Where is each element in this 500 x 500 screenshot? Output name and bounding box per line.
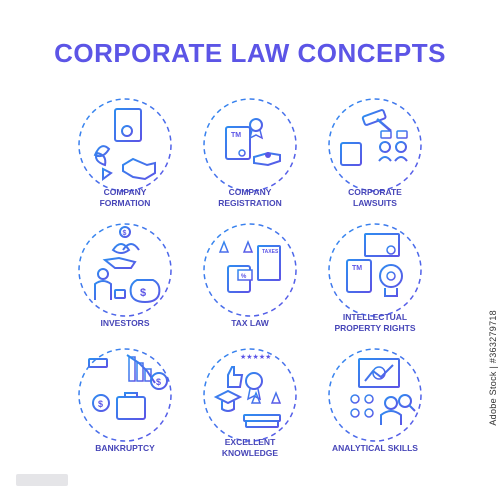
analytical-skills-icon [328, 348, 422, 442]
svg-text:$: $ [156, 377, 161, 387]
concept-label: ANALYTICAL SKILLS [332, 443, 418, 453]
stock-watermark: Adobe Stock | #363279718 [488, 310, 498, 426]
svg-text:$: $ [140, 287, 146, 299]
stock-logo [16, 474, 68, 486]
svg-text:$: $ [123, 230, 127, 237]
svg-text:TM: TM [231, 132, 241, 139]
svg-text:$: $ [98, 399, 103, 409]
concept-label: TAX LAW [231, 318, 269, 328]
company-formation-icon [78, 98, 172, 192]
investors-icon: $ $ [78, 223, 172, 317]
bankruptcy-icon: $ $ [78, 348, 172, 442]
concept-label: CORPORATE LAWSUITS [348, 187, 402, 208]
concept-label: EXCELLENT KNOWLEDGE [221, 437, 279, 458]
corporate-lawsuits-icon [328, 98, 422, 192]
excellent-knowledge-icon: ★★★★★ [203, 348, 297, 442]
svg-text:TAXES: TAXES [262, 249, 279, 255]
svg-text:★★★★★: ★★★★★ [240, 353, 271, 361]
intellectual-property-icon: TM [328, 223, 422, 317]
tax-law-icon: TAXES % [203, 223, 297, 317]
concept-label: COMPANY FORMATION [99, 187, 151, 208]
concept-label: BANKRUPTCY [95, 443, 155, 453]
svg-text:TM: TM [352, 265, 362, 272]
page-title: CORPORATE LAW CONCEPTS [54, 38, 446, 68]
concept-label: COMPANY REGISTRATION [218, 187, 282, 208]
company-registration-icon: TM [203, 98, 297, 192]
concept-label: INTELLECTUAL PROPERTY RIGHTS [334, 312, 416, 333]
concept-label: INVESTORS [100, 318, 150, 328]
svg-text:%: % [241, 274, 247, 280]
